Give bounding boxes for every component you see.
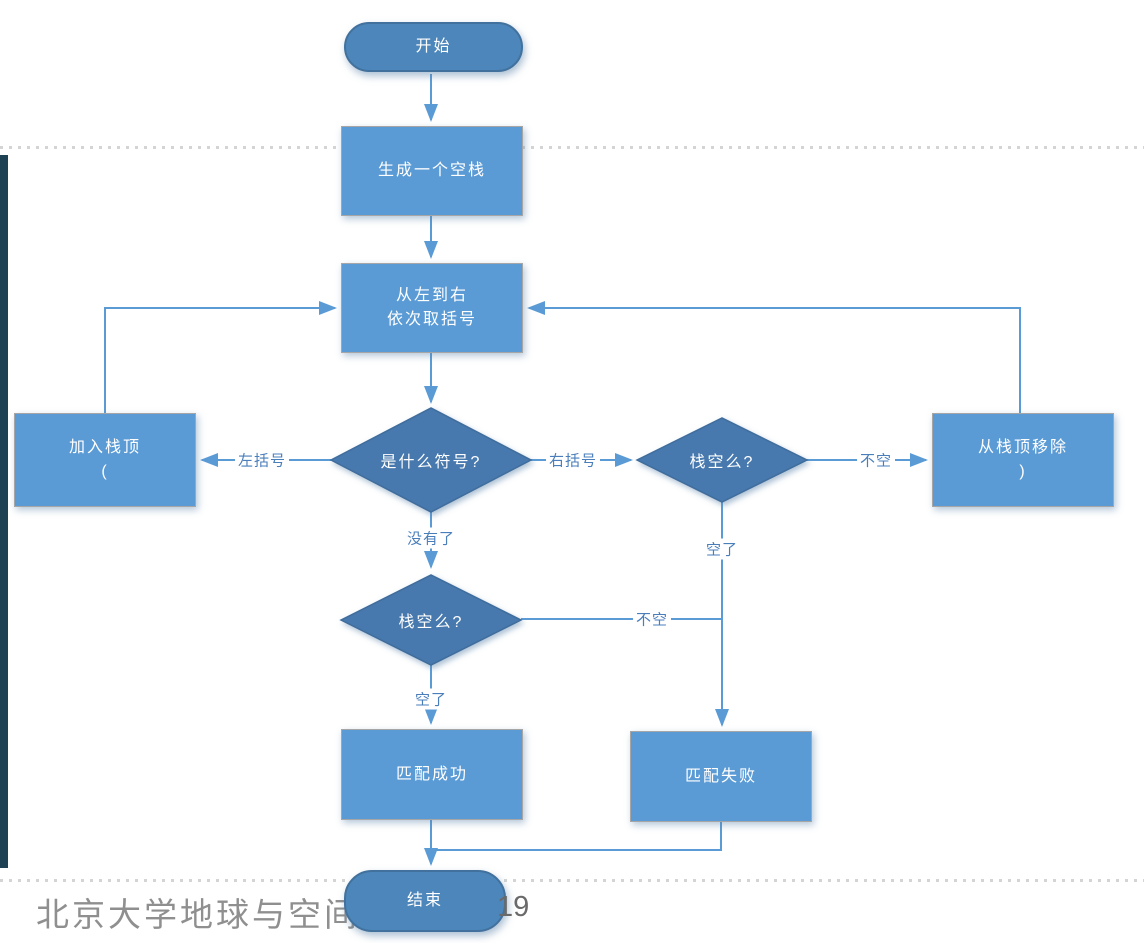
edge-label-empty-mid: 空了 [411,688,451,710]
left-accent-bar [0,155,8,868]
slide-page-number: 19 [497,891,530,923]
decision-stack-empty-right-shape [635,417,809,503]
node-match-success-label: 匹配成功 [395,765,468,783]
node-push-stack-line2: ( [101,463,109,480]
node-start-label: 开始 [415,38,452,55]
edge-label-empty-right: 空了 [702,538,742,560]
dotted-divider-top [0,146,1144,149]
node-take-bracket: 从左到右 依次取括号 [341,263,523,353]
edge-label-not-empty-mid: 不空 [632,608,672,630]
node-pop-stack-line2: ) [1019,463,1027,480]
decision-stack-empty-right-label: 栈空么? [689,454,755,471]
node-pop-stack: 从栈顶移除 ) [932,413,1114,507]
node-create-stack-label: 生成一个空栈 [377,162,486,179]
node-match-fail: 匹配失败 [630,731,812,822]
edge-fail-to-end [431,822,722,851]
node-create-stack: 生成一个空栈 [341,126,523,216]
node-end-label: 结束 [406,892,443,909]
decision-what-symbol-shape [329,407,533,513]
node-take-bracket-line1: 从左到右 [395,287,468,304]
node-push-stack-line1: 加入栈顶 [68,439,141,456]
node-pop-stack-line1: 从栈顶移除 [977,439,1068,456]
decision-stack-empty-mid-label: 栈空么? [398,614,464,631]
decision-what-symbol-label: 是什么符号? [380,454,482,471]
node-match-fail-label: 匹配失败 [684,767,757,785]
decision-stack-empty-mid-shape [339,574,523,666]
edge-pop-loop-back [527,301,1021,413]
dotted-divider-bottom [0,879,1144,882]
node-start: 开始 [344,22,523,72]
edge-push-loop-back [104,301,337,413]
node-take-bracket-line2: 依次取括号 [386,311,477,328]
edge-label-no-more: 没有了 [403,527,459,549]
edge-label-right-bracket: 右括号 [545,449,601,471]
node-match-success: 匹配成功 [341,729,523,820]
edge-label-not-empty-right: 不空 [856,449,896,471]
node-end: 结束 [344,870,506,932]
node-push-stack: 加入栈顶 ( [14,413,196,507]
edge-label-left-bracket: 左括号 [234,449,290,471]
